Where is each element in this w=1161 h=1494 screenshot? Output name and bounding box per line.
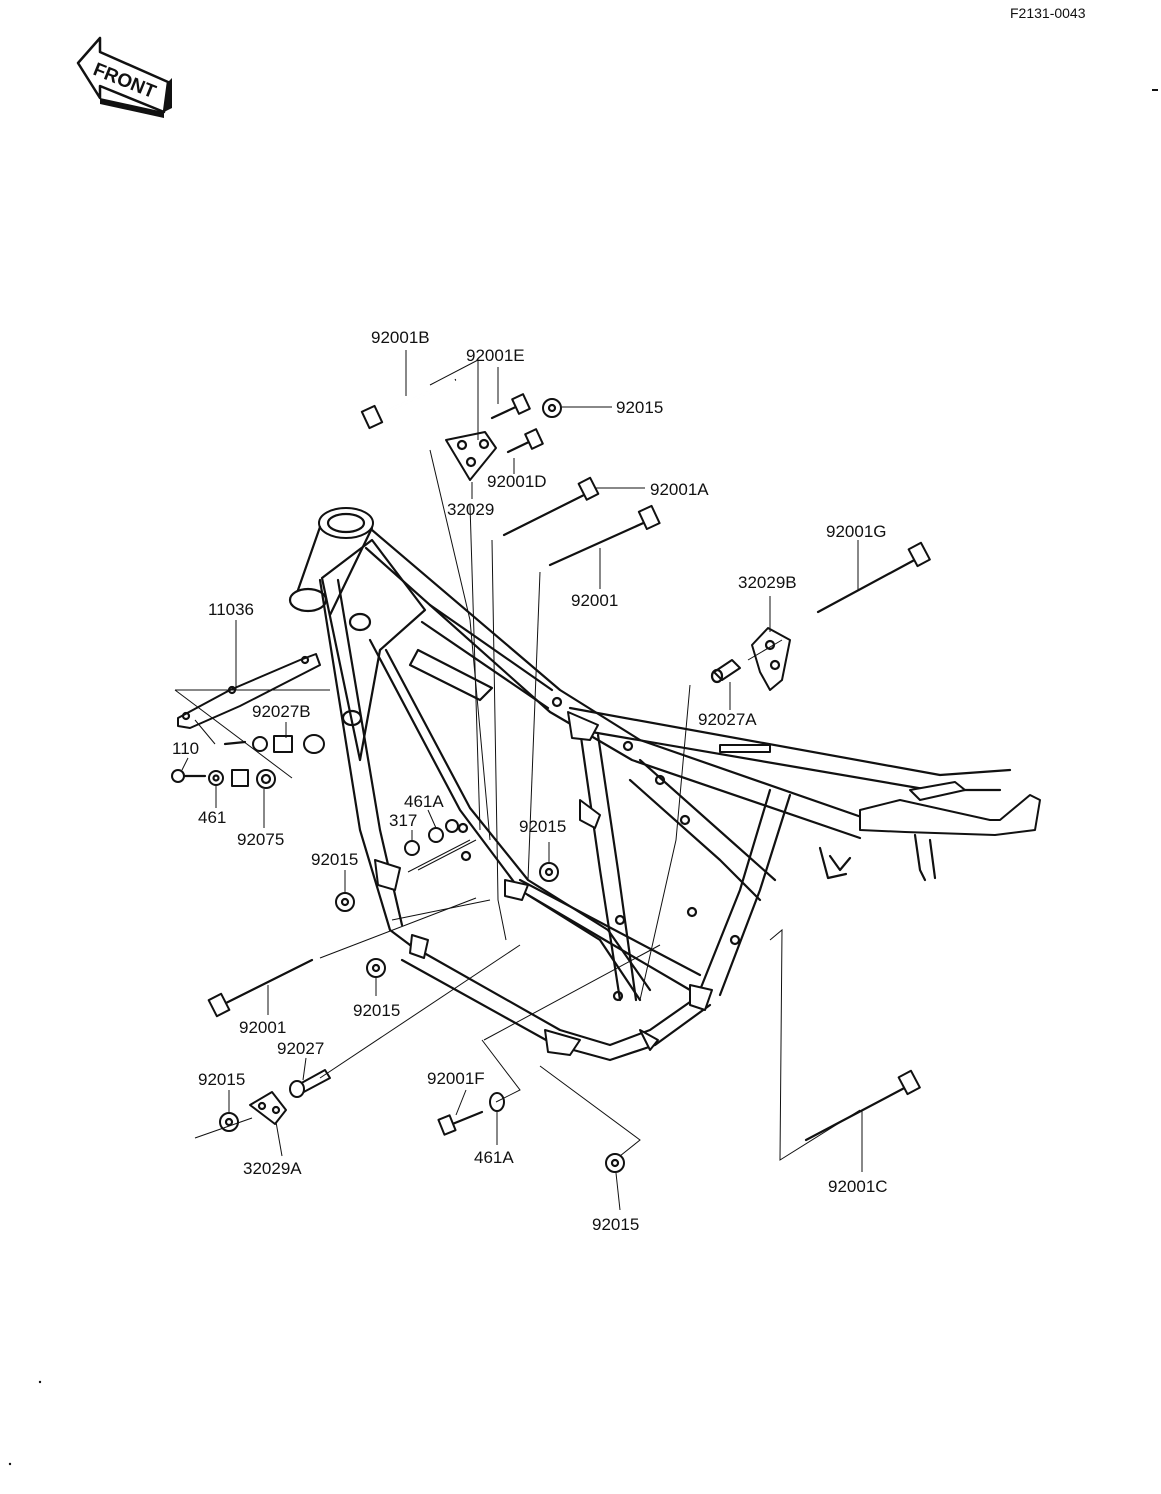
callout-92001A: 92001A [650,480,709,499]
callout-92001E: 92001E [466,346,525,365]
leader-lines [174,350,863,1211]
edge-mark [1152,89,1158,91]
callout-11036: 11036 [208,600,254,619]
callout-92001D: 92001D [487,472,547,491]
callout-92027A: 92027A [698,710,757,729]
part-bolt-92001D [506,428,544,454]
part-plate-32029B [751,627,791,691]
part-bolt-92001-upper [548,504,661,567]
callout-92001G: 92001G [826,522,887,541]
callout-92015-bottom: 92015 [592,1215,639,1234]
speck [8,1462,12,1466]
document-code: F2131-0043 [1010,5,1086,21]
callout-461A-bottom: 461A [474,1148,514,1167]
part-nut-92015-top [542,398,562,418]
callout-32029: 32029 [447,500,494,519]
part-mount-set-92027B [223,734,325,754]
callout-92015-mid-left: 92015 [311,850,358,869]
part-bracket-11036 [177,653,321,729]
part-collar [231,769,249,787]
part-bolt-92001C [804,1069,921,1142]
callout-92015-lower: 92015 [353,1001,400,1020]
callout-317: 317 [389,811,417,830]
part-nut-92015-bottom-left [219,1112,239,1132]
callout-32029A: 32029A [243,1159,302,1178]
callout-92027: 92027 [277,1039,324,1058]
part-damper-92075 [256,769,276,789]
callout-92001F: 92001F [427,1069,485,1088]
speck [38,1380,42,1384]
callout-32029B: 32029B [738,573,797,592]
part-plate-32029A [249,1091,287,1125]
front-arrow-icon: FRONT [76,36,172,118]
part-bolt-92001E [490,393,531,420]
callout-92001B: 92001B [371,328,430,347]
part-washer-461 [208,770,224,786]
part-bolt-92001G [816,541,931,614]
part-nut-92015-bottom [605,1153,625,1173]
part-bolt-110 [171,769,207,783]
part-bolt-92001-lower [207,958,314,1018]
callout-92001-lower: 92001 [239,1018,286,1037]
callout-92015-bottom-left: 92015 [198,1070,245,1089]
callout-461A-mid: 461A [404,792,444,811]
part-bolt-92001B [360,378,457,430]
callout-92027B: 92027B [252,702,311,721]
part-nut-92015-mid [335,862,559,978]
part-collar-92027A [710,659,741,684]
callout-461: 461 [198,808,226,827]
callout-92001C: 92001C [828,1177,888,1196]
callout-110: 110 [172,739,199,758]
callout-92001-upper: 92001 [571,591,618,610]
part-collar-92027 [289,1069,331,1098]
part-bolt-92001A [502,476,600,537]
callout-92075: 92075 [237,830,284,849]
callout-92015-mid-right: 92015 [519,817,566,836]
part-washers-461A-317 [404,819,459,856]
motorcycle-frame [288,507,1041,1062]
callout-92015-top: 92015 [616,398,663,417]
part-bolt-92001F [437,1110,484,1136]
part-plate-32029 [445,431,497,481]
